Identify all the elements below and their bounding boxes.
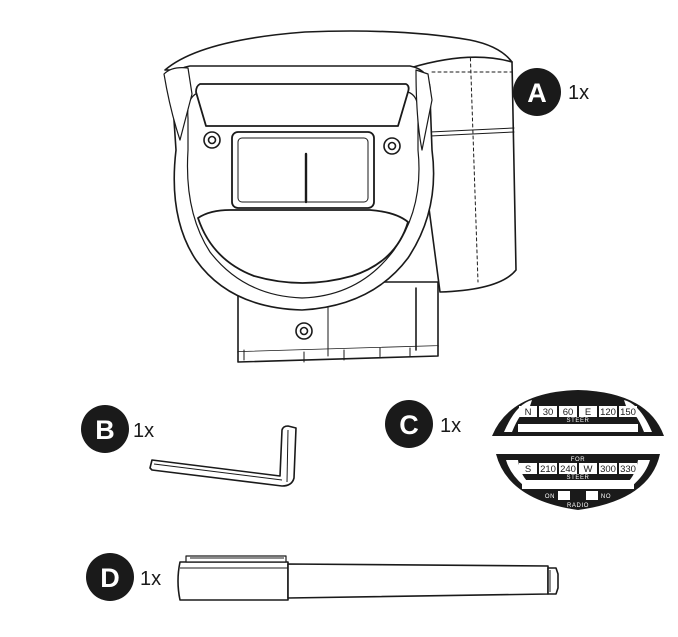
deviation-card-bottom-cell-label: 240 [560,464,576,475]
deviation-card-bottom-cell [599,463,617,474]
part-d-quantity: 1x [140,568,161,590]
radio-no-box [586,491,598,500]
part-a-letter: A [527,78,547,108]
deviation-card-bottom-header: FOR [571,457,586,463]
deviation-card-top-cell [539,406,557,417]
part-a-quantity: 1x [568,82,589,104]
part-a-label: A 1x [513,68,589,116]
deviation-card-bottom-cell-label: S [525,464,531,475]
marker-pen-illustration [177,555,559,601]
part-d-letter: D [100,563,120,593]
deviation-card-bottom-cell-label: W [584,464,593,475]
deviation-card-top-cell-label: 30 [543,407,554,418]
part-d-badge [86,553,134,601]
deviation-card-bottom-cell [539,463,557,474]
deviation-card-top-footer: STEER [566,418,589,424]
part-b-quantity: 1x [133,420,154,442]
deviation-card-bottom-cell [559,463,577,474]
deviation-card-top-cell [599,406,617,417]
deviation-card-bottom-cell-label: 210 [540,464,556,475]
deviation-card-bottom-cell [519,463,537,474]
deviation-card-top-cell-label: E [585,407,591,418]
deviation-card-bottom-cell [579,463,597,474]
part-b-label: B 1x [81,405,154,453]
deviation-card-bottom: FOR S 210 240 W 300 330 STEER ON NO RADIO [496,454,660,510]
part-c-quantity: 1x [440,415,461,437]
deviation-card-top-cell [579,406,597,417]
hex-key-illustration [149,425,297,487]
deviation-card-top-cells: N 30 60 E 120 150 [519,406,637,418]
radio-label: RADIO [567,503,589,509]
part-a-badge [513,68,561,116]
radio-on-box [558,491,570,500]
deviation-card-top-cell [619,406,637,417]
radio-no-label: NO [601,494,611,500]
deviation-card-bottom-cell-label: 330 [620,464,636,475]
deviation-card-top-cell-label: 120 [600,407,616,418]
deviation-card-top-cell-label: 60 [563,407,574,418]
deviation-card-bottom-footer: STEER [566,475,589,481]
deviation-card-top: N 30 60 E 120 150 STEER [492,390,664,436]
part-c-badge [385,400,433,448]
part-c-letter: C [399,410,419,440]
deviation-card-top-cell [559,406,577,417]
radio-on-label: ON [545,494,555,500]
deviation-card-bottom-cells: S 210 240 W 300 330 [519,463,637,475]
deviation-card-top-cell-label: N [525,407,532,418]
part-c-label: C 1x [385,400,461,448]
part-b-badge [81,405,129,453]
compass-housing-illustration [163,30,517,363]
deviation-card-bottom-cell [619,463,637,474]
deviation-card-bottom-cell-label: 300 [600,464,616,475]
part-b-letter: B [95,415,115,445]
part-d-label: D 1x [86,553,161,601]
deviation-card-top-cell-label: 150 [620,407,636,418]
deviation-card-top-cell [519,406,537,417]
